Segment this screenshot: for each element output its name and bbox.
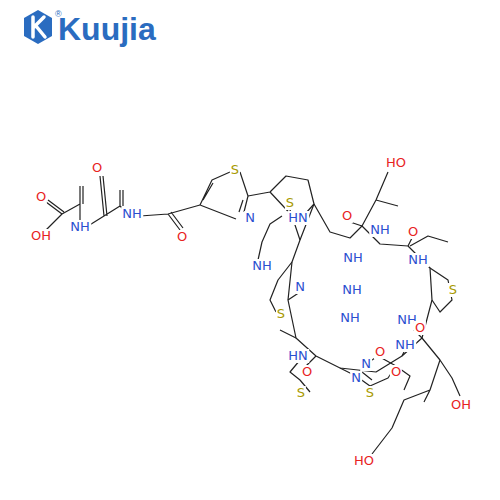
atom-label: N — [350, 371, 362, 385]
atom-label: OH — [450, 398, 472, 412]
atom-label: S — [230, 163, 240, 177]
atom-label: O — [414, 321, 426, 335]
atom-label: NH — [369, 223, 391, 237]
atom-label: S — [285, 196, 295, 210]
atom-label: S — [276, 307, 286, 321]
atom-label: NH — [342, 251, 364, 265]
atom-label: S — [296, 386, 306, 400]
atom-label: O — [91, 161, 103, 175]
atom-label: HN — [287, 349, 309, 363]
atom-label: N — [294, 280, 306, 294]
atom-label: O — [407, 225, 419, 239]
atom-label: O — [390, 365, 402, 379]
atom-label: HO — [385, 156, 407, 170]
atom-label: HN — [287, 211, 309, 225]
atom-label: O — [35, 190, 47, 204]
atom-label: O — [176, 230, 188, 244]
atom-label: O — [341, 209, 353, 223]
atom-label: NH — [69, 220, 91, 234]
atom-label: NH — [341, 283, 363, 297]
atom-label: NH — [339, 311, 361, 325]
atom-label: HO — [353, 454, 375, 468]
atom-label: OH — [30, 229, 52, 243]
atom-label: N — [244, 211, 256, 225]
bonds — [46, 172, 460, 454]
atom-label: S — [365, 386, 375, 400]
atom-label: O — [374, 345, 386, 359]
logo-icon — [24, 10, 52, 44]
registered-mark: ® — [55, 9, 62, 19]
atom-label: NH — [251, 259, 273, 273]
atom-label: S — [448, 283, 458, 297]
atom-label: NH — [394, 338, 416, 352]
atom-label: NH — [121, 207, 143, 221]
atom-label: N — [360, 357, 372, 371]
brand-name: Kuujia — [58, 12, 156, 46]
atom-label: NH — [407, 253, 429, 267]
atom-label: O — [301, 365, 313, 379]
